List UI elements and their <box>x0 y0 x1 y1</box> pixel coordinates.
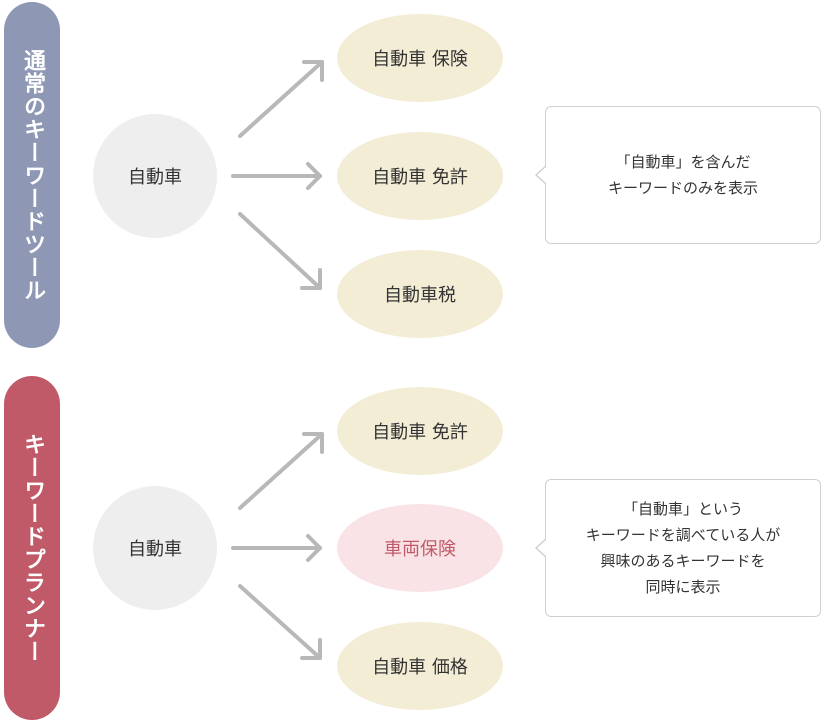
target-label: 自動車 免許 <box>372 422 468 443</box>
arrow-bottom-down <box>238 584 322 660</box>
note-normal: 「自動車」を含んだ キーワードのみを表示 <box>535 106 821 244</box>
target-label: 自動車 免許 <box>372 167 468 188</box>
target-node-planner-3: 自動車 価格 <box>337 622 503 710</box>
target-node-planner-2-highlight: 車両保険 <box>337 504 503 592</box>
note-line: キーワードを調べている人が <box>585 525 781 544</box>
target-label: 自動車税 <box>384 285 456 306</box>
note-line: キーワードのみを表示 <box>607 179 758 197</box>
source-node-normal: 自動車 <box>93 114 217 238</box>
target-label: 車両保険 <box>384 539 456 560</box>
target-label: 自動車 保険 <box>372 49 468 70</box>
source-label: 自動車 <box>128 539 182 560</box>
note-line: 興味のあるキーワードを <box>600 552 766 570</box>
note-line: 「自動車」を含んだ <box>615 152 751 171</box>
keyword-planner-label: キーワードプランナー <box>4 376 60 720</box>
arrow-bottom-up <box>238 432 324 510</box>
target-label: 自動車 価格 <box>372 657 468 678</box>
arrow-top-middle <box>231 162 322 190</box>
normal-tool-label: 通常のキーワードツール <box>4 2 60 348</box>
note-line: 同時に表示 <box>645 578 721 597</box>
target-node-normal-1: 自動車 保険 <box>337 14 503 102</box>
note-line: 「自動車」という <box>622 499 743 518</box>
note-planner: 「自動車」という キーワードを調べている人が 興味のあるキーワードを 同時に表示 <box>535 479 821 617</box>
source-node-planner: 自動車 <box>93 486 217 610</box>
arrow-bottom-middle <box>231 534 322 562</box>
target-node-normal-2: 自動車 免許 <box>337 132 503 220</box>
target-node-planner-1: 自動車 免許 <box>337 387 503 475</box>
source-label: 自動車 <box>128 167 182 188</box>
arrow-top-down <box>238 212 322 290</box>
target-node-normal-3: 自動車税 <box>337 250 503 338</box>
arrow-top-up <box>238 60 324 138</box>
